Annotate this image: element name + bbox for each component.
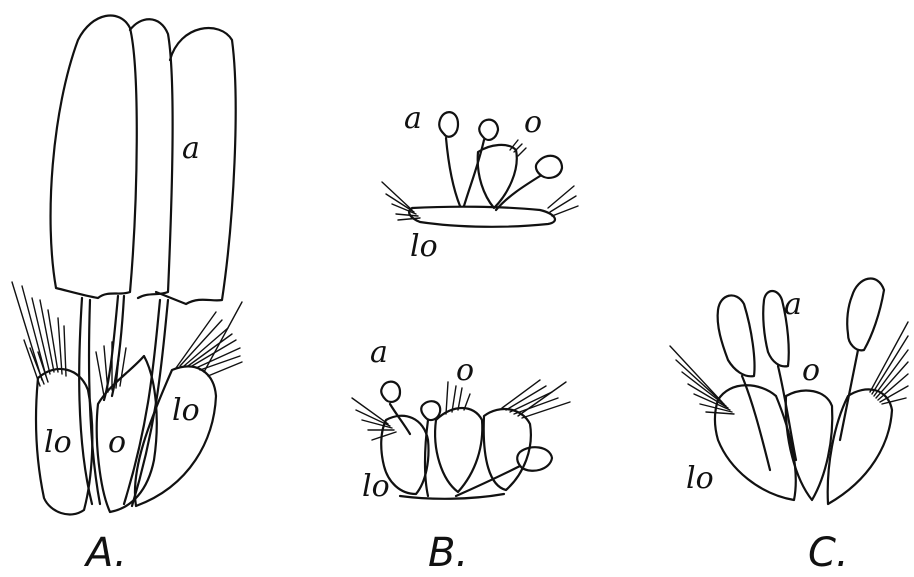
anther-b-bottom-1 <box>381 382 400 402</box>
anther-b-bottom-2 <box>421 401 440 420</box>
hairs-a-left <box>12 282 66 386</box>
filament-c-2 <box>778 366 796 460</box>
lodicule-c-left <box>715 385 796 500</box>
figure-c: a o lo C. <box>670 279 908 576</box>
label-b-bottom-anther: a <box>370 335 388 370</box>
anther-b-top-1 <box>439 112 458 137</box>
label-c-ovary: o <box>802 353 820 388</box>
label-a-anther: a <box>182 131 200 166</box>
ovary-a <box>97 356 157 512</box>
hairs-b-bottom <box>352 380 570 440</box>
anther-b-bottom-3 <box>517 447 552 471</box>
label-b-bottom-ovary: o <box>456 353 474 388</box>
label-b-top-anther: a <box>404 101 422 136</box>
caption-a: A. <box>83 530 127 576</box>
anther-c-3 <box>847 279 884 351</box>
caption-c: C. <box>808 530 849 576</box>
label-c-lodicule: lo <box>686 461 714 496</box>
anther-a-right <box>156 28 236 304</box>
figure-b-bottom: a o lo B. <box>352 335 570 576</box>
hairs-c-right <box>870 322 908 404</box>
hairs-a-right <box>176 302 242 376</box>
filament-b-top-1 <box>446 138 460 206</box>
label-b-bottom-lodicule: lo <box>362 469 390 504</box>
anther-a-left <box>51 16 137 299</box>
filament-c-3 <box>840 350 858 440</box>
anther-b-top-2 <box>479 120 498 140</box>
label-a-lodicule-left: lo <box>44 425 72 460</box>
ovary-b-bottom <box>435 408 482 492</box>
label-a-ovary: o <box>108 425 126 460</box>
lodicule-c-right <box>828 389 892 504</box>
lodicule-b-top-base <box>409 207 555 227</box>
figure-a: a o lo lo A. <box>12 16 242 577</box>
anther-b-top-3 <box>536 156 562 178</box>
hairs-c-left <box>670 346 734 414</box>
anther-c-1 <box>718 295 755 376</box>
label-b-top-lodicule: lo <box>410 229 438 264</box>
ovary-b-top <box>478 145 517 208</box>
caption-b: B. <box>428 530 468 576</box>
lodicule-a-right <box>135 366 216 506</box>
label-c-anther: a <box>784 287 802 322</box>
label-a-lodicule-right: lo <box>172 393 200 428</box>
filament-b-top-3 <box>496 176 540 210</box>
figure-b-top: a o lo <box>382 101 578 264</box>
label-b-top-ovary: o <box>524 105 542 140</box>
